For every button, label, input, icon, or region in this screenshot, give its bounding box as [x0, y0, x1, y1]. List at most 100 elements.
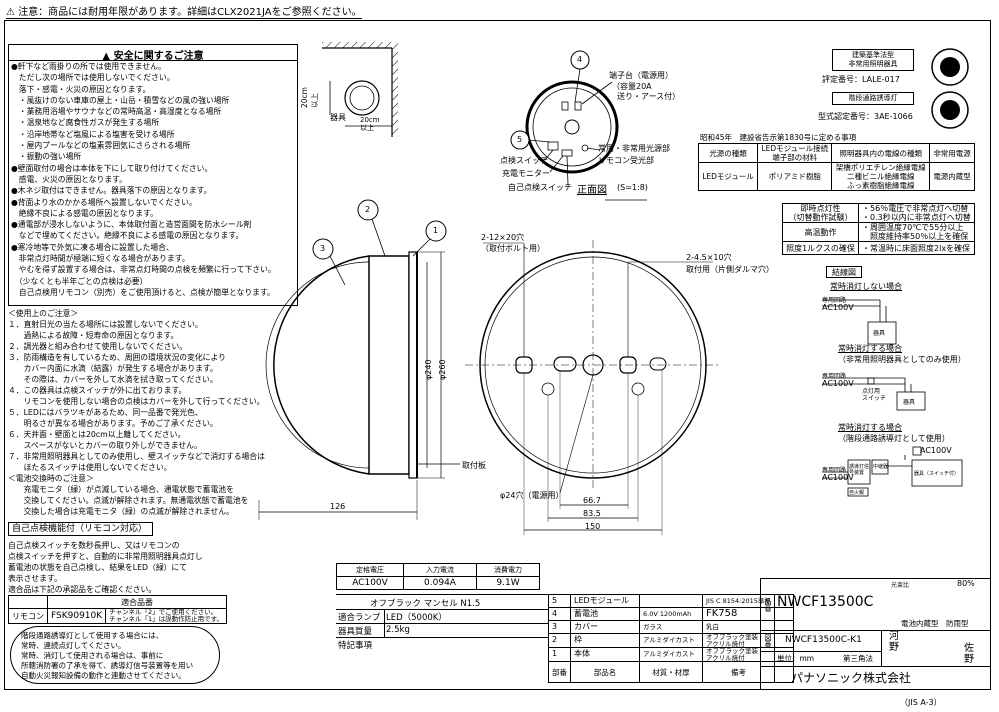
bubble-line: 常時、消灯して使用される場合は、事前に — [21, 651, 164, 660]
spec-notes-label: 特記事項 — [338, 641, 373, 651]
usage-line: 交換した場合は充電モニタ（緑）の点滅が解除されません。 — [8, 507, 234, 516]
usage-line: 充電モニタ（緑）が点滅している場合、通電状態で蓄電池を — [8, 485, 234, 494]
wiring-title: 結線図 — [826, 266, 862, 278]
clear-label-b: 20cm 以上 — [360, 116, 380, 132]
perf-r2b: ・周囲温度70℃で55分以上 — [862, 223, 964, 232]
check-switch-label: 点検スイッチ — [500, 156, 548, 165]
fixture-circle-inner — [349, 85, 375, 111]
safety-line: ●背面より水のかかる場所へ設置しないでください。 — [11, 197, 197, 207]
clear-label-a: 20cm 以上 — [300, 87, 319, 108]
perf-table: 即時点灯性（切替動作試験） ・56％電圧で非常点灯へ切替・0.3秒以内に非常点灯… — [781, 203, 975, 255]
clear-fixture-label: 器具 — [330, 113, 346, 122]
perf-r2-label: 高温動作 — [781, 222, 860, 242]
spec-lamp-label: 適合ランプ — [338, 613, 381, 623]
parts-mat — [639, 594, 703, 608]
side-dome — [273, 255, 370, 475]
front-outer-ring — [525, 80, 619, 174]
parts-mat: アルミダイカスト — [639, 647, 703, 662]
remote-line: 点検スイッチを押すと、自動的に非常用照明器具点灯し — [8, 552, 203, 561]
spec-h-current: 入力電流 — [403, 563, 477, 577]
bubble-line: 自動火災報知設備の動作と連動させてください。 — [21, 671, 186, 680]
parts-no: 4 — [548, 607, 571, 621]
wiring-switch: 点灯用 スイッチ — [862, 388, 887, 402]
law-label: 昭和45年 建設省告示第1830号に定める事項 — [700, 133, 857, 142]
side-callout-1: 1 — [433, 226, 439, 235]
usage-line: 明るさが異なる場合があります。予めご了承ください。 — [8, 419, 218, 428]
self-check-label: 自己点検スイッチ — [508, 183, 572, 192]
terminal-spec1: （容量20A — [612, 82, 652, 91]
usage-line: その際は、カバーを外して水滴を拭き取ってください。 — [8, 375, 218, 384]
side-frame — [408, 251, 418, 479]
wiring-fixture-1: 器具 — [873, 330, 886, 337]
perf-r3-label: 照度1ルクスの確保 — [781, 241, 860, 255]
hole-b-label: 2-4.5×10穴 — [686, 253, 732, 262]
spec-power: 9.1W — [476, 576, 540, 590]
safety-line: 感電、火災の原因となります。 — [11, 174, 127, 184]
perf-r1-label: 即時点灯性（切替動作試験） — [781, 203, 860, 223]
bubble-lines: 階段通路誘導灯として使用する場合には、常時、連続点灯してください。常時、消灯して… — [21, 631, 209, 681]
slot-left — [553, 356, 577, 372]
jis-label: （JIS A-3） — [900, 698, 942, 707]
parts-header: 部番 — [548, 661, 571, 683]
safety-line: ・屋内プールなどの塩素雰囲気にさらされる場所 — [11, 141, 191, 151]
dim-83: 83.5 — [583, 509, 601, 518]
side-callout-2: 2 — [365, 205, 371, 214]
usage-line: ほたるスイッチは使用しないでください。 — [8, 463, 172, 472]
cert-2-text: 階段通路誘導灯 — [848, 94, 898, 102]
parts-no: 1 — [548, 647, 571, 662]
parts-no: 5 — [548, 594, 571, 608]
safety-line: ・沿岸地帯など塩風による塩害を受ける場所 — [11, 129, 175, 139]
parts-mat: 6.0V 1200mAh — [639, 607, 703, 621]
usage-line: ３．防雨構造を有しているため、周囲の環境状況の変化により — [8, 353, 226, 362]
safety-box: ▲ 安全に関するご注意 ●軒下など雨掛りの所では使用できません。 ただし次の場所… — [8, 44, 298, 306]
perf-r1-value: ・56％電圧で非常点灯へ切替・0.3秒以内に非常点灯へ切替 — [858, 203, 975, 223]
callout-2 — [357, 199, 379, 221]
safety-title: ▲ 安全に関するご注意 — [9, 47, 297, 62]
cert-table-cell: 架橋ポリエチレン絶縁電線 二種ビニル絶縁電線 ふっ素樹脂絶縁電線 — [831, 162, 931, 191]
remote-line: 表示させます。 — [8, 574, 62, 583]
checker-2: 佐 野 — [964, 643, 974, 665]
parts-name: 蓄電池 — [570, 607, 640, 621]
remote-line: 自己点検スイッチを数秒長押し、又はリモコンの — [8, 541, 180, 550]
cert-table-cell: 電源内蔵型 — [929, 162, 975, 191]
cert-mark-1-inner — [940, 57, 960, 77]
front-view-title: 正面図 — [577, 185, 607, 196]
parts-name: 本体 — [570, 647, 640, 662]
safety-line: ・温泉地など腐食性ガスが発生する場所 — [11, 118, 160, 128]
dim-126: 126 — [330, 502, 346, 511]
drawing-frame — [4, 20, 991, 690]
perf-r1d: ・0.3秒以内に非常点灯へ切替 — [862, 213, 971, 222]
ratio-value: 80% — [957, 579, 975, 588]
safety-line: やむを得ず設置する場合は、非常点灯時間の点検を頻繁に行って下さい。 — [11, 265, 276, 275]
parts-name: LEDモジュール — [570, 594, 640, 608]
perf-r1a: 即時点灯性 — [800, 204, 841, 213]
safety-line: ●通電部が浸水しないように、本体取付面と造営面間を防水シール剤 — [11, 220, 252, 230]
unit-label: 単位：mm — [777, 654, 815, 663]
terminal-spec2: 送り・アース付） — [617, 92, 681, 101]
cert-2-no: 型式認定番号：3AE-1066 — [818, 112, 913, 121]
remote-receiver-label: リモコン受光部 — [598, 156, 654, 165]
cert-1-no: 評定番号：LALE-017 — [822, 75, 900, 84]
bubble-line: 常時、連続点灯してください。 — [21, 641, 126, 650]
parts-header: 部品名 — [570, 661, 640, 683]
hole-c-label: φ24穴（電源用） — [500, 491, 564, 500]
cert-table-header: LEDモジュール接続 端子部の材料 — [757, 143, 833, 163]
hole-a-label: 2-12×20穴 — [481, 233, 525, 242]
cert-mark-1 — [931, 48, 969, 86]
usage-line: ２．調光器と組み合わせて使用しないでください。 — [8, 342, 188, 351]
rear-view-diagram — [465, 240, 720, 535]
charge-monitor-label: 充電モニター — [502, 169, 550, 178]
hatch-right — [392, 42, 398, 137]
callout-4-text: 4 — [577, 55, 583, 64]
perf-r1c: ・56％電圧で非常点灯へ切替 — [862, 204, 969, 213]
perf-r1b: （切替動作試験） — [788, 213, 853, 222]
checker-1: 河 野 — [889, 631, 899, 653]
hole-b-sub: 取付用（片側ダルマ穴） — [686, 265, 774, 274]
usage-line: ＜使用上のご注意＞ — [8, 309, 79, 318]
